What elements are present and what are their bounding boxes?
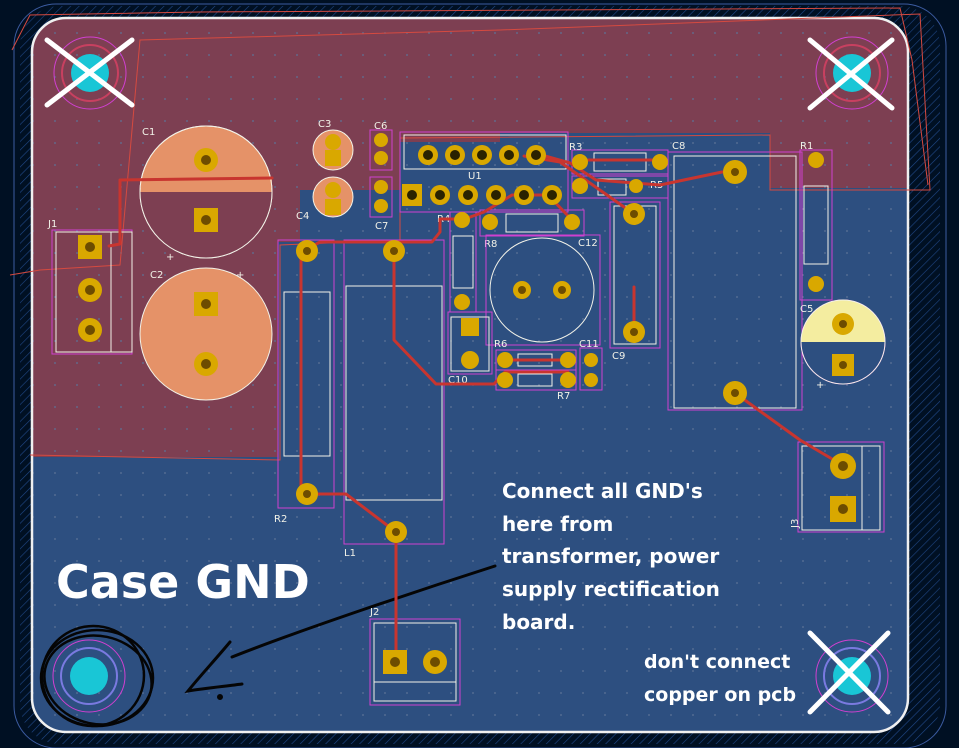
no-copper-line-2: copper on pcb: [644, 684, 796, 706]
case-gnd-annotation: Case GND: [56, 555, 310, 609]
board-edge: [30, 16, 910, 734]
label-c4: C4: [296, 211, 309, 222]
resistor-r8[interactable]: R8: [479, 209, 585, 250]
gnd-note-line-1: Connect all GND's: [502, 479, 703, 503]
label-c6: C6: [374, 121, 387, 132]
label-c10: C10: [448, 375, 468, 386]
connector-j3[interactable]: J3: [790, 441, 885, 533]
plus-mark-c5: +: [816, 380, 824, 391]
no-copper-line-1: don't connect: [644, 651, 790, 673]
label-r2: R2: [274, 514, 287, 525]
capacitor-c11[interactable]: C11: [579, 339, 603, 391]
gnd-connection-note: Connect all GND's here from transformer,…: [502, 479, 720, 634]
label-c5: C5: [800, 304, 813, 315]
x-mark-bottom-right-icon: [807, 630, 891, 715]
pads[interactable]: [78, 133, 856, 674]
gnd-note-line-3: transformer, power: [502, 544, 719, 568]
label-c7: C7: [375, 221, 388, 232]
plus-mark-c1: +: [166, 252, 174, 263]
label-c12: C12: [578, 238, 598, 249]
gnd-note-line-4: supply rectification: [502, 577, 720, 601]
capacitor-c8[interactable]: C8: [667, 141, 803, 411]
gnd-note-line-5: board.: [502, 610, 575, 634]
label-r3: R3: [569, 142, 582, 153]
capacitor-c6[interactable]: C6: [369, 121, 393, 171]
label-l1: L1: [344, 548, 356, 559]
connector-j2[interactable]: J2: [369, 607, 461, 706]
label-u1: U1: [468, 171, 482, 182]
capacitor-c7[interactable]: C7: [369, 176, 393, 232]
plus-mark-c2: +: [236, 270, 244, 281]
top-pour-outline-2: [11, 7, 929, 186]
resistor-r1[interactable]: R1: [799, 141, 833, 301]
label-j2: J2: [369, 607, 379, 618]
label-c2: C2: [150, 270, 163, 281]
capacitor-c12[interactable]: C12: [485, 234, 601, 346]
label-r7: R7: [557, 391, 570, 402]
label-r1: R1: [800, 141, 813, 152]
label-c9: C9: [612, 351, 625, 362]
x-mark-top-right-icon: [807, 37, 895, 111]
hand-drawn-circle-icon: [39, 624, 155, 728]
label-j3: J3: [790, 519, 801, 529]
connector-j1[interactable]: J1: [47, 219, 133, 355]
label-c3: C3: [318, 119, 331, 130]
label-r6: R6: [494, 339, 507, 350]
mounting-hole-bottom-left-case-gnd[interactable]: [52, 639, 126, 713]
label-c1: C1: [142, 127, 155, 138]
label-c11: C11: [579, 339, 599, 350]
x-mark-top-left-icon: [44, 37, 135, 108]
resistor-r2[interactable]: R2: [274, 239, 335, 525]
label-c8: C8: [672, 141, 685, 152]
label-j1: J1: [47, 219, 57, 230]
capacitor-c10[interactable]: C10: [447, 311, 493, 386]
capacitor-c2[interactable]: C2 + +: [139, 252, 273, 401]
label-r8: R8: [484, 239, 497, 250]
hand-drawn-arrow-icon: [184, 564, 497, 700]
capacitor-c1[interactable]: C1: [139, 125, 273, 259]
gnd-note-line-2: here from: [502, 512, 613, 536]
no-copper-note: don't connect copper on pcb: [644, 651, 796, 706]
